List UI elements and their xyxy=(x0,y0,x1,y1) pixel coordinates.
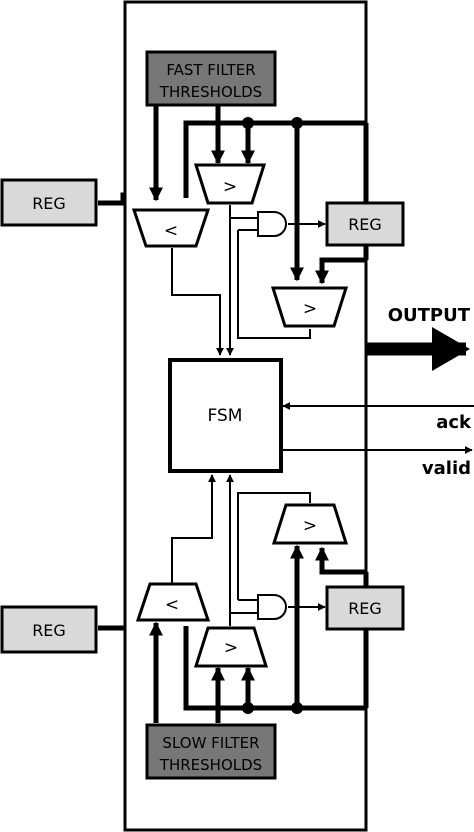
comparator-gt-top-right-label: > xyxy=(303,299,317,319)
comparator-gt-bottom-right-label: > xyxy=(303,516,317,536)
comparator-gt-top-right xyxy=(270,286,349,328)
reg-top-right xyxy=(325,201,405,247)
slow-filter-thresholds-line1: SLOW FILTER xyxy=(162,734,259,752)
reg-bottom-left xyxy=(0,605,98,654)
output-label: OUTPUT xyxy=(388,305,471,326)
junction-dot xyxy=(242,702,254,714)
chip-boundary xyxy=(123,0,368,832)
fast-filter-thresholds-box xyxy=(145,50,277,107)
junction-dot xyxy=(291,117,303,129)
comparator-gt-bottom-right xyxy=(271,503,349,545)
and-gate-top xyxy=(257,211,287,237)
bottom-signal-wires xyxy=(171,474,326,626)
comparator-lt-bottom-label: < xyxy=(165,595,179,615)
fast-filter-thresholds-line2: THRESHOLDS xyxy=(159,83,262,101)
top-signal-wires xyxy=(171,205,326,356)
output-arrowhead xyxy=(432,327,470,371)
comparator-gt-top xyxy=(193,163,267,205)
junction-dot xyxy=(291,702,303,714)
slow-filter-thresholds-line2: THRESHOLDS xyxy=(159,756,262,774)
slow-filter-thresholds-box xyxy=(145,723,277,780)
fsm-label: FSM xyxy=(208,406,243,426)
reg-top-right-label: REG xyxy=(348,215,382,234)
comparator-lt-top xyxy=(131,208,211,248)
reg-bottom-right xyxy=(325,585,405,631)
valid-label: valid xyxy=(422,458,471,479)
junction-dot xyxy=(242,117,254,129)
reg-bottom-right-label: REG xyxy=(348,599,382,618)
comparator-gt-bottom xyxy=(193,626,269,668)
reg-bottom-left-label: REG xyxy=(32,621,66,640)
reg-top-left xyxy=(0,178,98,227)
and-gate-bottom xyxy=(257,594,287,620)
comparator-gt-top-label: > xyxy=(223,177,237,197)
fsm-block xyxy=(168,358,283,473)
ack-label: ack xyxy=(436,412,472,433)
comparator-lt-top-label: < xyxy=(164,221,178,241)
fast-threshold-bus xyxy=(98,105,369,285)
fast-filter-thresholds-line1: FAST FILTER xyxy=(166,61,255,79)
comparator-lt-bottom xyxy=(135,582,211,622)
reg-top-left-label: REG xyxy=(32,194,66,213)
comparator-gt-bottom-label: > xyxy=(224,638,238,658)
